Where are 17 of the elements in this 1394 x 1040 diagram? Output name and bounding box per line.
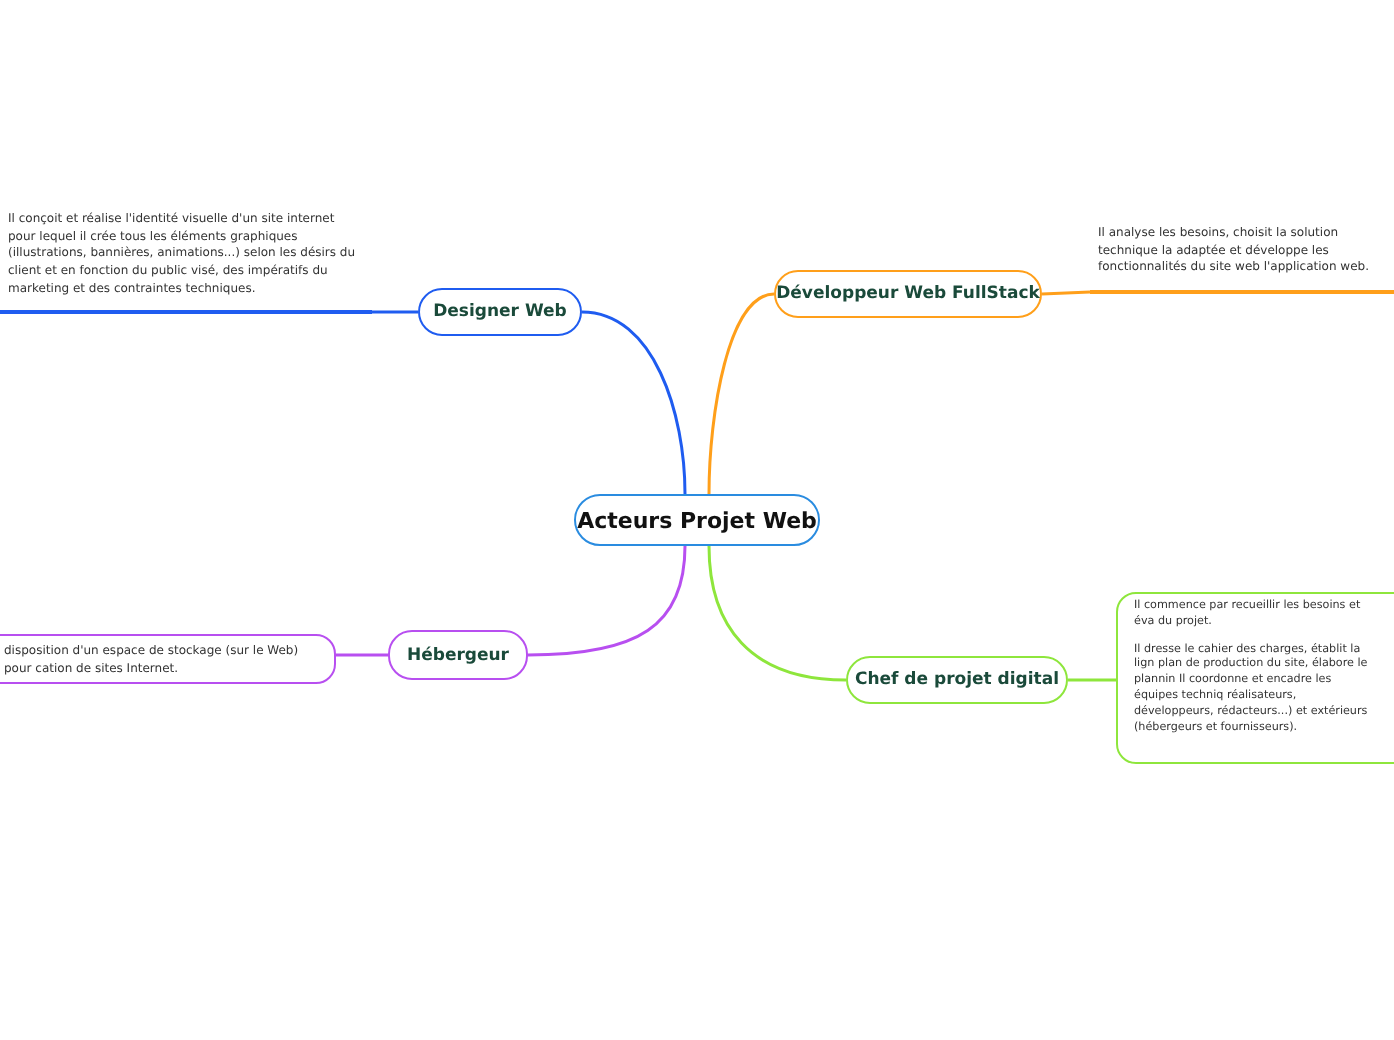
topic-box: Hébergeur: [388, 630, 528, 680]
connector-line: [1068, 678, 1116, 682]
note-box: [0, 634, 336, 684]
connector-line: [336, 653, 388, 657]
note-underline: [0, 212, 372, 314]
connector-line: [581, 310, 687, 495]
topic-box: Chef de projet digital: [846, 656, 1068, 704]
topic-box: Designer Web: [418, 288, 582, 336]
connector-line: [1041, 290, 1091, 296]
connector-line: [707, 545, 847, 682]
note-box: [1116, 592, 1394, 764]
central-topic: Acteurs Projet Web: [574, 494, 820, 546]
connector-line: [372, 310, 418, 314]
connector-line: [527, 545, 687, 657]
topic-box: Développeur Web FullStack: [774, 270, 1042, 318]
connector-line: [707, 292, 775, 495]
note-underline: [1090, 226, 1394, 294]
